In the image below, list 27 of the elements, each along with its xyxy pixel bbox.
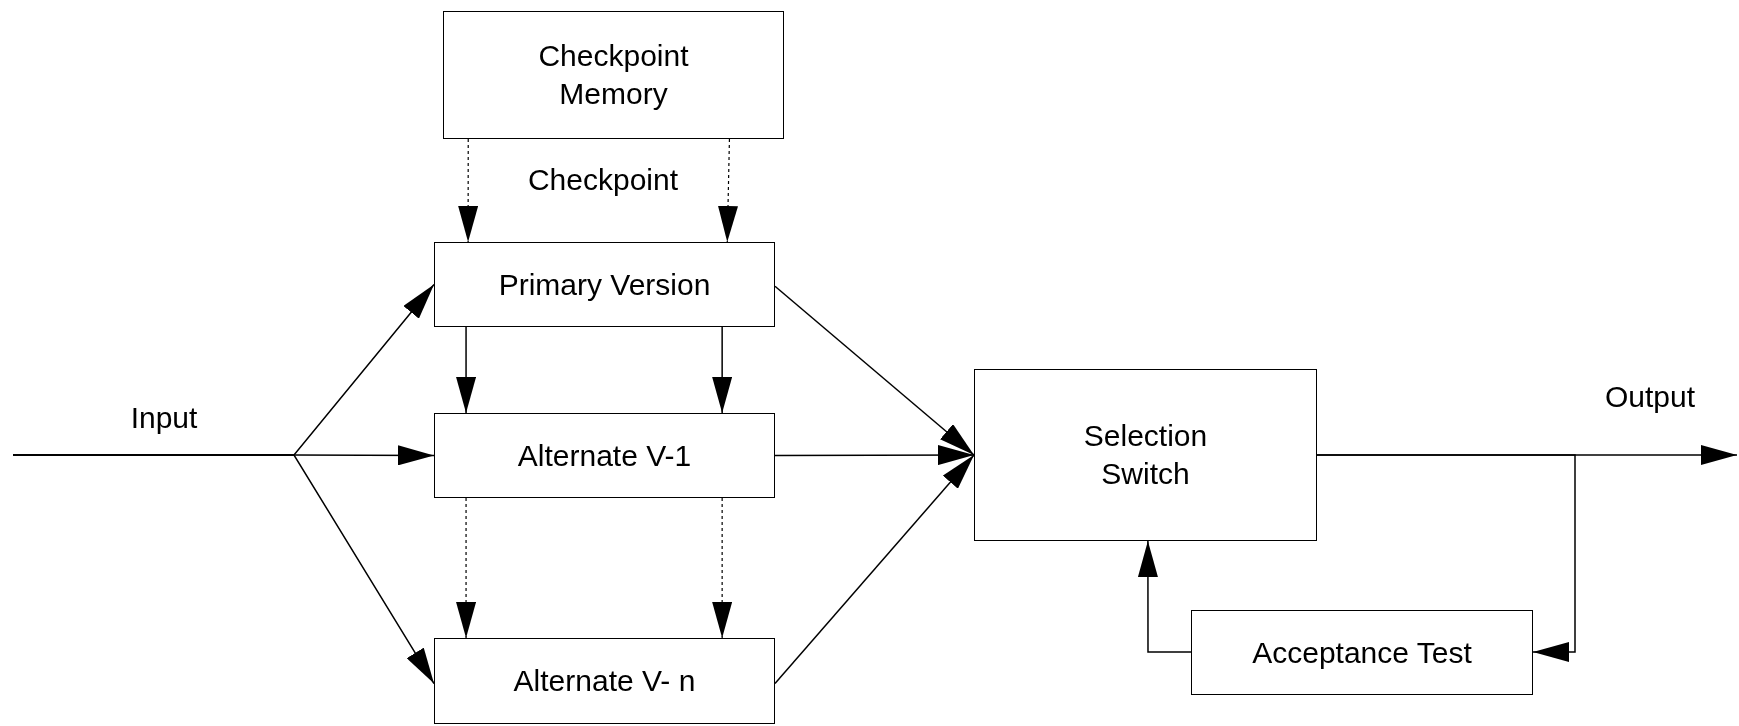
text-label: Input: [130, 400, 198, 436]
box-label: Acceptance Test: [1252, 634, 1472, 671]
arrow: [456, 497, 477, 639]
box-label: Checkpoint Memory: [537, 38, 690, 112]
arrow: [774, 445, 975, 466]
text-label: Checkpoint: [527, 162, 679, 198]
box-label: Alternate V-1: [517, 437, 692, 474]
text-label: Output: [1604, 379, 1696, 415]
process-box: [434, 242, 775, 327]
process-box: [443, 11, 784, 139]
arrow: [1137, 540, 1192, 653]
box-label: Primary Version: [498, 266, 711, 303]
box-label: Selection Switch: [1082, 418, 1209, 492]
arrow: [718, 138, 738, 243]
box-label: Alternate V- n: [513, 663, 696, 699]
arrow: [456, 326, 477, 414]
arrow: [774, 285, 975, 456]
process-box: [1191, 610, 1533, 695]
arrow: [12, 454, 435, 685]
process-box: [974, 369, 1317, 541]
process-box: [434, 413, 775, 498]
arrow: [712, 497, 733, 639]
process-box: [434, 638, 775, 724]
arrow: [774, 454, 975, 685]
arrow: [458, 138, 479, 243]
arrow: [712, 326, 733, 414]
arrow: [1316, 454, 1576, 662]
